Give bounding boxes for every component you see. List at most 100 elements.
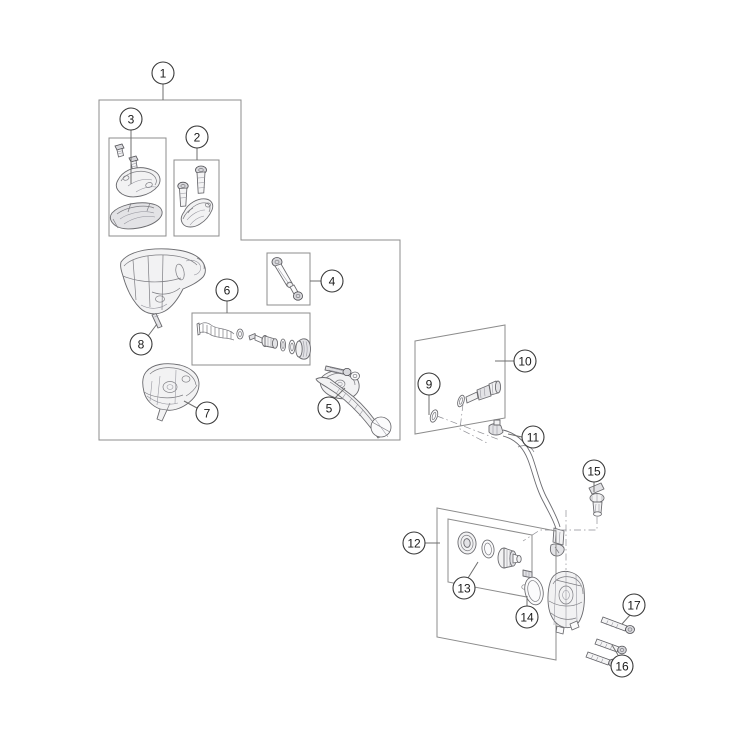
- part-6-piston-rod: [248, 333, 279, 349]
- part-10-line-fitting: [465, 380, 502, 404]
- group-frame-2: [173, 159, 220, 237]
- part-13-seal-kit: [457, 531, 533, 590]
- part-3-cover: [115, 167, 161, 198]
- callout-circle-7[interactable]: [195, 401, 219, 425]
- ref-line-15: [522, 517, 598, 542]
- callout-circle-11[interactable]: [521, 425, 545, 449]
- group-1-outline: [98, 99, 401, 441]
- callout-circle-9[interactable]: [417, 372, 441, 396]
- part-15-bleeder-valve: [522, 482, 605, 542]
- callout-number-11: 11: [527, 431, 540, 445]
- part-16-screw-a: [594, 638, 627, 655]
- callout-11[interactable]: 11: [507, 425, 545, 449]
- callout-number-7: 7: [204, 407, 211, 421]
- callout-16[interactable]: 16: [610, 644, 634, 678]
- part-6-o-rings: [279, 338, 296, 355]
- group-4-outline: [266, 252, 311, 306]
- part-6-spring: [196, 322, 235, 341]
- callout-6[interactable]: 6: [215, 278, 239, 313]
- part-3-bracket: [109, 202, 163, 230]
- part-2-clamp-bracket: [180, 198, 214, 228]
- group-frame-1: [98, 99, 401, 441]
- callout-circle-10[interactable]: [513, 349, 537, 373]
- callout-circle-6[interactable]: [215, 278, 239, 302]
- callout-circle-12[interactable]: [402, 531, 426, 555]
- ref-line-9b: [459, 403, 490, 445]
- callout-number-1: 1: [160, 67, 167, 81]
- group-frame-6: [191, 312, 311, 366]
- group-frame-3: [108, 137, 167, 237]
- callout-13[interactable]: 13: [452, 561, 479, 600]
- part-8-pin: [151, 313, 163, 329]
- group-3-outline: [108, 137, 167, 237]
- part-7-master-cylinder-body: [120, 248, 206, 315]
- callout-circle-8[interactable]: [129, 332, 153, 356]
- callout-7[interactable]: 7: [183, 400, 219, 425]
- callout-9[interactable]: 9: [417, 372, 441, 415]
- callout-circle-15[interactable]: [582, 459, 606, 483]
- callout-circle-5[interactable]: [317, 396, 341, 420]
- callout-number-16: 16: [615, 660, 629, 674]
- callout-leader-8: [147, 323, 158, 337]
- callout-number-14: 14: [520, 611, 534, 625]
- part-17-screw: [600, 616, 635, 634]
- callout-number-5: 5: [326, 402, 333, 416]
- part-7-reservoir-cap: [142, 363, 200, 422]
- callout-circle-14[interactable]: [515, 605, 539, 629]
- callout-5[interactable]: 5: [317, 387, 346, 420]
- callout-4[interactable]: 4: [310, 269, 344, 293]
- ref-line-9a: [436, 415, 501, 441]
- group-12-outline: [436, 507, 557, 661]
- callout-8[interactable]: 8: [129, 323, 158, 356]
- part-2-screw-lower: [177, 181, 189, 207]
- callout-number-15: 15: [587, 465, 601, 479]
- callout-number-4: 4: [329, 275, 336, 289]
- callout-1[interactable]: 1: [151, 61, 175, 100]
- callout-number-17: 17: [627, 599, 641, 613]
- part-6-rubber-boot: [295, 338, 311, 360]
- callout-number-9: 9: [426, 378, 433, 392]
- callout-number-12: 12: [407, 537, 421, 551]
- callout-circle-1[interactable]: [151, 61, 175, 85]
- callout-leader-13: [467, 561, 479, 579]
- callout-leader-7: [183, 400, 198, 409]
- callout-12[interactable]: 12: [402, 531, 440, 555]
- callout-leader-11: [507, 433, 523, 438]
- callout-number-6: 6: [224, 284, 231, 298]
- group-panel-12: [436, 507, 557, 661]
- callout-leader-5: [334, 387, 346, 399]
- group-6-outline: [191, 312, 311, 366]
- callout-circle-3[interactable]: [119, 107, 143, 131]
- callout-number-2: 2: [194, 131, 201, 145]
- part-12-caliper-body: [547, 510, 585, 635]
- part-5-brake-lever: [315, 365, 392, 439]
- part-6-washer: [236, 328, 244, 340]
- callout-number-13: 13: [457, 582, 471, 596]
- group-panel-10: [414, 324, 506, 445]
- part-9-washers: [429, 394, 465, 423]
- callout-leader-17: [621, 614, 631, 625]
- callout-2[interactable]: 2: [185, 125, 209, 160]
- callout-leader-16: [611, 644, 619, 656]
- callout-number-10: 10: [518, 355, 532, 369]
- callout-17[interactable]: 17: [621, 593, 646, 625]
- callout-3[interactable]: 3: [119, 107, 143, 184]
- part-4-link: [271, 257, 303, 301]
- callout-14[interactable]: 14: [515, 596, 539, 629]
- callout-15[interactable]: 15: [582, 459, 606, 492]
- callout-circle-4[interactable]: [320, 269, 344, 293]
- part-2-screw-upper: [195, 165, 207, 194]
- callout-10[interactable]: 10: [495, 349, 537, 373]
- group-10-outline: [414, 324, 506, 435]
- part-3-screw-small: [114, 143, 125, 158]
- group-frame-4: [266, 252, 311, 306]
- callout-number-3: 3: [128, 113, 135, 127]
- callout-circle-17[interactable]: [622, 593, 646, 617]
- part-14-o-ring: [524, 576, 544, 606]
- callout-circle-16[interactable]: [610, 654, 634, 678]
- callout-circle-2[interactable]: [185, 125, 209, 149]
- callout-circle-13[interactable]: [452, 576, 476, 600]
